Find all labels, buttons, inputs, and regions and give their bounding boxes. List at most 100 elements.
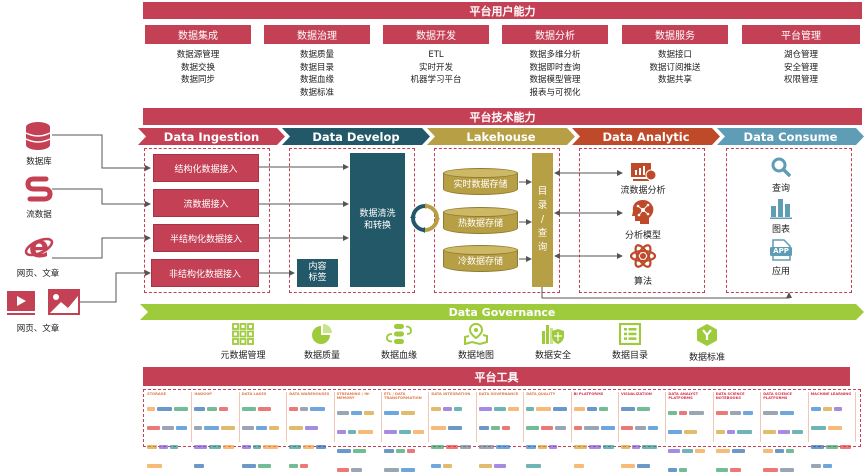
governance-label: 数据质量 <box>303 351 340 361</box>
capability-item: 数据目录 <box>299 62 334 73</box>
vendor-logo <box>443 407 453 411</box>
vendor-logo <box>300 407 309 411</box>
capability-list: 数据源管理数据交换数据同步 <box>145 49 251 87</box>
vendor-logo <box>810 407 821 411</box>
vendor-logo <box>305 426 319 430</box>
vendor-logo <box>478 426 489 430</box>
capability-item: 安全管理 <box>783 62 818 73</box>
vendor-logo <box>490 426 500 430</box>
stage-label: Data Analytic <box>602 129 690 144</box>
vendor-logo <box>478 445 494 449</box>
vendor-logo <box>478 407 492 411</box>
capability-item: 数据订阅推送 <box>649 62 701 73</box>
vendor-logo <box>252 445 261 449</box>
vendor-logo <box>316 445 327 449</box>
vendor-logo <box>384 430 397 434</box>
tool-category-label: BI Platforms <box>573 392 604 396</box>
ingestion-section <box>144 148 270 293</box>
consume-label: 应用 <box>771 267 790 277</box>
vendor-logo <box>621 407 635 411</box>
clean-transform-line: 和转换 <box>363 221 391 231</box>
vendor-logo <box>303 445 315 449</box>
governance-label: 数据目录 <box>611 351 648 361</box>
vendor-logo <box>431 445 445 449</box>
tool-category: Storage <box>147 392 193 468</box>
governance-item-standard: 数据标准 <box>672 323 742 363</box>
vendor-logo <box>642 445 657 449</box>
tool-category-label: Visualization <box>621 392 652 396</box>
platform-tools-title: 平台工具 <box>474 370 519 384</box>
analysis-model-icon <box>631 199 655 225</box>
catalog-char: 目 <box>537 186 548 197</box>
capability-item: 数据源管理 <box>176 50 220 60</box>
vendor-logo <box>621 464 635 468</box>
governance-item-metadata: 元数据管理 <box>208 323 278 361</box>
search-icon <box>771 157 791 177</box>
vendor-logo <box>553 407 568 411</box>
vendor-logo <box>401 411 415 415</box>
governance-label: 数据标准 <box>688 353 725 363</box>
data-governance-banner: Data Governance <box>140 304 864 320</box>
flow-connectors <box>52 134 792 303</box>
vendor-logo <box>460 445 472 449</box>
store-label: 实时数据存储 <box>453 180 508 190</box>
capability-item: 报表与可视化 <box>529 87 581 98</box>
app-icon: APP <box>770 239 792 261</box>
stage-data-consume: Data Consume <box>717 128 864 145</box>
capability-item: 数据接口 <box>657 50 692 60</box>
tool-category-label: Streaming / In-Memory <box>336 392 371 400</box>
vendor-logo <box>598 407 608 411</box>
content-tag-box: 内容 标签 <box>297 259 338 287</box>
vendor-logo <box>157 407 172 411</box>
cold-store-cylinder: 冷数据存储 <box>443 245 518 275</box>
vendor-logo <box>679 468 688 472</box>
tool-category-label: Hadoop <box>194 392 212 396</box>
source-label: 网页、文章 <box>16 269 60 279</box>
vendor-logo <box>289 407 299 411</box>
vendor-logo <box>635 426 646 430</box>
capability-list: 数据接口数据订阅推送数据共享 <box>622 49 728 87</box>
map-pin-icon <box>464 323 488 345</box>
tool-category-label: Data Integration <box>431 392 471 396</box>
store-label: 冷数据存储 <box>457 257 503 267</box>
capability-item: 权限管理 <box>783 75 818 85</box>
stage-data-ingestion: Data Ingestion <box>138 128 285 145</box>
vendor-logo <box>679 411 688 415</box>
tool-category: Streaming / In-Memory <box>336 392 382 472</box>
stage-label: Lakehouse <box>466 129 536 144</box>
media-icon <box>6 288 82 318</box>
tool-category-label: Machine Learning <box>810 392 852 396</box>
ingest-label: 半结构化数据接入 <box>169 234 242 245</box>
user-capability-title: 平台用户能力 <box>469 4 536 18</box>
vendor-logo <box>637 464 650 468</box>
platform-tools-banner: 平台工具 <box>143 367 850 386</box>
catalog-list-icon <box>619 323 641 345</box>
governance-item-quality: 数据质量 <box>287 323 357 361</box>
vendor-logo <box>347 430 356 434</box>
vendor-logo <box>268 426 279 430</box>
vendor-logo <box>682 449 694 453</box>
tool-category: Data Integration <box>431 392 477 468</box>
vendor-logo <box>289 426 304 430</box>
catalog-char: 询 <box>537 242 548 253</box>
capability-header: 平台管理 <box>742 25 860 44</box>
vendor-logo <box>159 445 168 449</box>
vendor-logo <box>780 411 795 415</box>
vendor-logo <box>336 411 349 415</box>
vendor-logo <box>715 449 730 453</box>
vendor-logo <box>241 445 251 449</box>
capability-item: 数据模型管理 <box>529 75 581 85</box>
vendor-logo <box>399 430 411 434</box>
vendor-logo <box>583 426 599 430</box>
vendor-logo <box>241 407 256 411</box>
vendor-logo <box>289 464 299 468</box>
stage-lakehouse: Lakehouse <box>427 128 575 145</box>
vendor-logo <box>219 407 229 411</box>
capability-item: ETL <box>428 50 444 60</box>
vendor-logo <box>538 445 548 449</box>
vendor-logo <box>602 445 614 449</box>
governance-label: 数据地图 <box>457 351 494 361</box>
capability-item: 实时开发 <box>418 62 453 73</box>
stage-data-develop: Data Develop <box>282 128 430 145</box>
lakehouse-section <box>434 148 560 293</box>
